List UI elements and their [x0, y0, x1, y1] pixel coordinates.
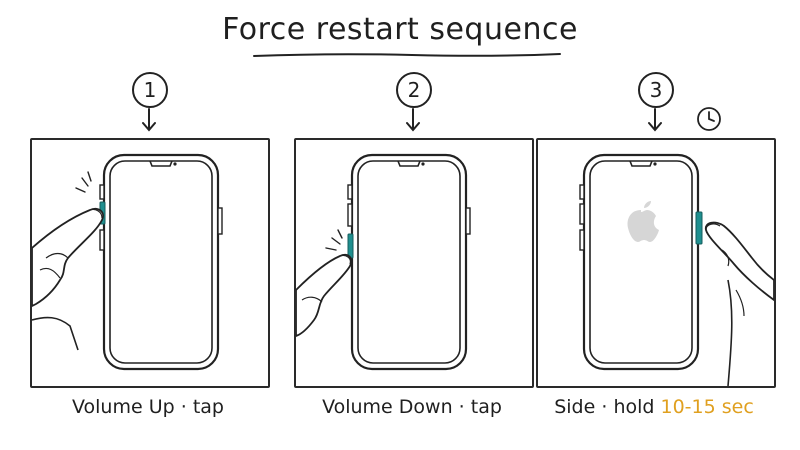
step-caption: Volume Down · tap [274, 396, 550, 418]
step-caption: Side · hold 10-15 sec [516, 396, 792, 418]
step-caption: Volume Up · tap [10, 396, 286, 418]
tap-lines-icon [325, 229, 343, 251]
side-button [695, 211, 703, 245]
down-arrow-icon [142, 108, 156, 132]
caption-separator: · [180, 396, 187, 418]
phone-icon [579, 153, 703, 371]
step-1: 1 [30, 0, 270, 450]
caption-duration: 10-15 sec [660, 396, 754, 418]
caption-separator: · [601, 396, 608, 418]
step-3: 3 [536, 0, 776, 450]
caption-action: hold [613, 396, 655, 418]
phone-icon [347, 153, 471, 371]
finger-icon [296, 253, 353, 337]
tap-lines-icon [75, 171, 92, 193]
caption-button-name: Volume Up [72, 396, 175, 418]
step-2: 2 Volume Down [294, 0, 534, 450]
step-number: 1 [132, 72, 168, 108]
caption-button-name: Side [554, 396, 596, 418]
illustration-frame [536, 138, 776, 388]
illustration-frame [294, 138, 534, 388]
caption-button-name: Volume Down [322, 396, 453, 418]
caption-separator: · [458, 396, 465, 418]
step-number: 2 [396, 72, 432, 108]
clock-icon [697, 107, 721, 131]
phone-icon [99, 153, 223, 371]
illustration-frame [30, 138, 270, 388]
finger-icon [704, 221, 774, 386]
down-arrow-icon [406, 108, 420, 132]
title-underline [253, 53, 561, 57]
volume-down-button [347, 233, 354, 259]
down-arrow-icon [648, 108, 662, 132]
apple-logo-icon [627, 201, 659, 242]
caption-action: tap [470, 396, 502, 418]
caption-action: tap [192, 396, 224, 418]
step-number: 3 [638, 72, 674, 108]
finger-icon [32, 207, 104, 351]
page-title: Force restart sequence [222, 12, 578, 47]
